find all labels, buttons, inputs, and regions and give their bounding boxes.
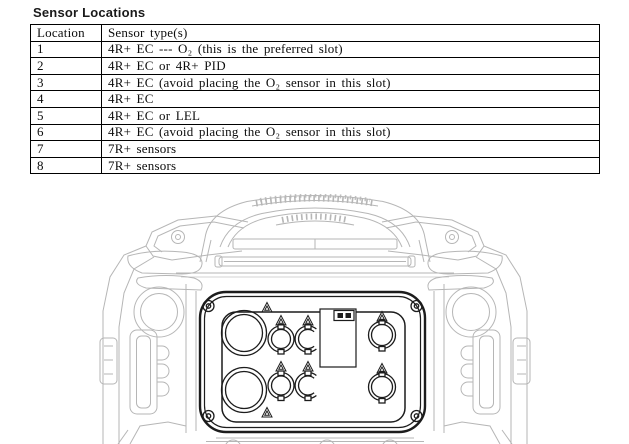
corner-screws <box>202 299 423 423</box>
sensor-locations-table: Location Sensor type(s) 1 4R+ EC --- O₂ … <box>30 24 600 175</box>
panel-outer-border <box>198 290 427 434</box>
table-row: 5 4R+ EC or LEL <box>30 106 600 125</box>
connector-icon <box>333 309 355 322</box>
sensor-type-cell: 4R+ EC --- O₂ (this is the preferred slo… <box>101 40 600 59</box>
large-sensor-slots <box>220 309 268 414</box>
device-body-art <box>99 194 531 444</box>
location-cell: 7 <box>30 140 102 158</box>
handle-rib-band <box>255 195 375 207</box>
table-row: 3 4R+ EC (avoid placing the O₂ sensor in… <box>30 73 600 92</box>
col-header-location: Location <box>30 24 102 42</box>
sensor-slot-large-top <box>220 309 268 357</box>
small-sensor-slots <box>267 319 397 404</box>
component-box <box>319 308 357 368</box>
table-row: 4 4R+ EC <box>30 90 600 108</box>
page-title: Sensor Locations <box>33 5 146 20</box>
table-row: 2 4R+ EC or 4R+ PID <box>30 57 600 75</box>
sensor-type-cell: 4R+ EC or LEL <box>101 106 600 125</box>
sensor-type-cell: 4R+ EC or 4R+ PID <box>101 57 600 75</box>
sensor-type-cell: 4R+ EC <box>101 90 600 108</box>
panel-recess-border <box>221 311 406 423</box>
table-row: 6 4R+ EC (avoid placing the O₂ sensor in… <box>30 123 600 142</box>
location-cell: 6 <box>30 123 102 142</box>
location-cell: 5 <box>30 106 102 125</box>
sensor-type-cell: 7R+ sensors <box>101 156 600 175</box>
table-header-row: Location Sensor type(s) <box>30 24 600 42</box>
sensor-panel <box>198 290 427 434</box>
handle-inner-arch <box>219 207 411 248</box>
location-cell: 4 <box>30 90 102 108</box>
col-header-sensor-type: Sensor type(s) <box>101 24 600 42</box>
location-cell: 3 <box>30 73 102 92</box>
table-row: 8 7R+ sensors <box>30 156 600 175</box>
sensor-slot-large-bottom <box>220 366 268 414</box>
sensor-type-cell: 7R+ sensors <box>101 140 600 158</box>
location-cell: 8 <box>30 156 102 175</box>
panel-second-border <box>203 295 422 429</box>
location-cell: 2 <box>30 57 102 75</box>
sensor-type-cell: 4R+ EC (avoid placing the O₂ sensor in t… <box>101 123 600 142</box>
sensor-compartment-diagram <box>99 194 531 444</box>
location-cell: 1 <box>30 40 102 59</box>
table-row: 7 7R+ sensors <box>30 140 600 158</box>
table-row: 1 4R+ EC --- O₂ (this is the preferred s… <box>30 40 600 59</box>
sensor-type-cell: 4R+ EC (avoid placing the O₂ sensor in t… <box>101 73 600 92</box>
